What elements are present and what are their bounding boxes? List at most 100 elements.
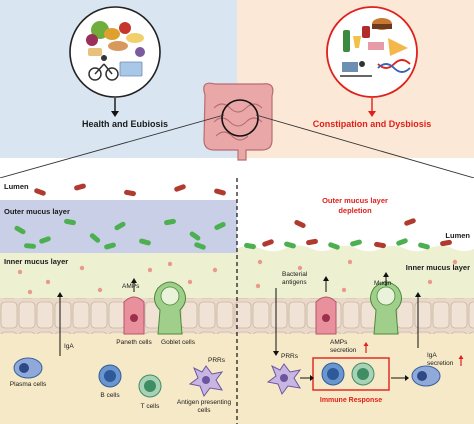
- plasma-cell: [13, 357, 43, 379]
- zoom-line-right: [255, 114, 474, 179]
- water-bottles-icon: [119, 61, 143, 77]
- amp-particle: [27, 289, 33, 295]
- dysbiosis-heading: Constipation and Dysbiosis: [313, 119, 432, 129]
- health-heading: Health and Eubiosis: [82, 119, 168, 129]
- antigen-presenting-cell: [188, 365, 224, 398]
- commensal-bacteria-left: [14, 183, 226, 250]
- cycling-icon: [88, 55, 119, 81]
- bacterium: [294, 220, 306, 228]
- amp-particle: [341, 287, 347, 293]
- lumen-label-left: Lumen: [4, 182, 29, 191]
- bacterium: [284, 241, 296, 249]
- junk-food-icon: [362, 18, 408, 56]
- amp-particle: [297, 265, 303, 271]
- healthy-food-icon: [86, 21, 145, 57]
- lumen-label-right: Lumen: [445, 231, 470, 240]
- apc-label-line1: Antigen presenting: [177, 399, 232, 406]
- depletion-label-line1: Outer mucus layer: [322, 196, 388, 205]
- healthy-lifestyle-circle: [69, 6, 161, 98]
- bacterium: [214, 222, 226, 230]
- amp-particle: [452, 259, 458, 265]
- paneth-cell-active: [315, 296, 337, 335]
- immune-response-label: Immune Response: [320, 397, 382, 404]
- iga-secretion-label-line2: secretion: [427, 360, 454, 367]
- amp-particle: [347, 259, 353, 265]
- bacterial-antigens-label-line1: Bacterial: [282, 271, 308, 278]
- amp-particle: [45, 279, 51, 285]
- bacterium: [104, 242, 116, 250]
- plasma-cell-right: [411, 365, 441, 387]
- amps-secretion-label-line1: AMPs: [330, 339, 348, 346]
- amp-particle: [212, 267, 218, 273]
- bacterium: [124, 189, 136, 197]
- paneth-cell: [123, 296, 145, 335]
- bacterium: [174, 184, 186, 192]
- amps-label-left: AMPs: [122, 283, 140, 290]
- amp-particle: [255, 283, 261, 289]
- bacterium: [34, 188, 46, 196]
- immune-response-box: [312, 357, 390, 391]
- bacterium: [24, 243, 36, 249]
- amp-particle: [427, 279, 433, 285]
- activated-t-cell: [351, 362, 375, 386]
- bacterium: [89, 233, 101, 243]
- inner-mucus-label-right: Inner mucus layer: [406, 263, 470, 272]
- prrs-label-left: PRRs: [208, 357, 226, 364]
- bacterium: [306, 238, 318, 246]
- dysbiotic-bacteria-right: [244, 218, 452, 250]
- bacterium: [214, 188, 226, 196]
- dna-icon: [377, 59, 411, 69]
- amp-particle: [257, 259, 263, 265]
- depletion-label-line2: depletion: [338, 206, 372, 215]
- amps-secretion-label-line2: secretion: [330, 347, 357, 354]
- inner-mucus-layer-right: [237, 245, 474, 300]
- zoom-line-left: [0, 114, 225, 179]
- intestine-icon: [203, 82, 274, 161]
- bacterium: [139, 238, 151, 246]
- iga-label-left: IgA: [64, 343, 74, 350]
- amp-particle: [167, 261, 173, 267]
- amp-particle: [187, 279, 193, 285]
- amp-particle: [79, 265, 85, 271]
- iga-secretion-label-line1: IgA: [427, 352, 437, 359]
- bacterium: [14, 225, 26, 235]
- bacterium: [374, 241, 386, 249]
- bacterium: [404, 218, 416, 226]
- bacterium: [64, 218, 76, 226]
- t-cells-label: T cells: [141, 403, 160, 410]
- t-cell: [138, 374, 162, 398]
- bacterium: [418, 242, 430, 250]
- activated-b-cell: [321, 362, 345, 386]
- bacterium: [39, 236, 51, 244]
- increase-arrow-amps: [363, 342, 369, 353]
- bacterium: [244, 242, 256, 250]
- amp-particle: [147, 267, 153, 273]
- mucin-label: Mucin: [374, 280, 392, 287]
- plasma-label: Plasma cells: [10, 381, 47, 388]
- b-cells-label: B cells: [100, 392, 120, 399]
- sedentary-desk-icon: [340, 61, 372, 77]
- alcohol-icon: [343, 30, 361, 52]
- increase-arrow-iga: [458, 355, 464, 366]
- amp-particle: [17, 269, 23, 275]
- bacterium: [350, 239, 362, 247]
- prrs-label-right: PRRs: [281, 353, 299, 360]
- zoom-circle: [221, 99, 259, 137]
- paneth-label: Paneth cells: [116, 339, 152, 346]
- bacterium: [114, 221, 126, 231]
- bacterium: [164, 218, 176, 226]
- bacterium: [194, 242, 206, 250]
- amp-particle: [97, 287, 103, 293]
- bacterium: [262, 239, 274, 247]
- bacterium: [396, 238, 408, 246]
- bacterium: [440, 239, 452, 247]
- goblet-cell: [154, 281, 186, 335]
- outer-mucus-label: Outer mucus layer: [4, 207, 70, 216]
- bacterium: [328, 242, 340, 250]
- epithelium-right: [237, 298, 474, 334]
- lumen-layer-right: [237, 178, 474, 253]
- bacterial-antigens-label-line2: antigens: [282, 279, 307, 286]
- epithelium-left: [0, 298, 237, 334]
